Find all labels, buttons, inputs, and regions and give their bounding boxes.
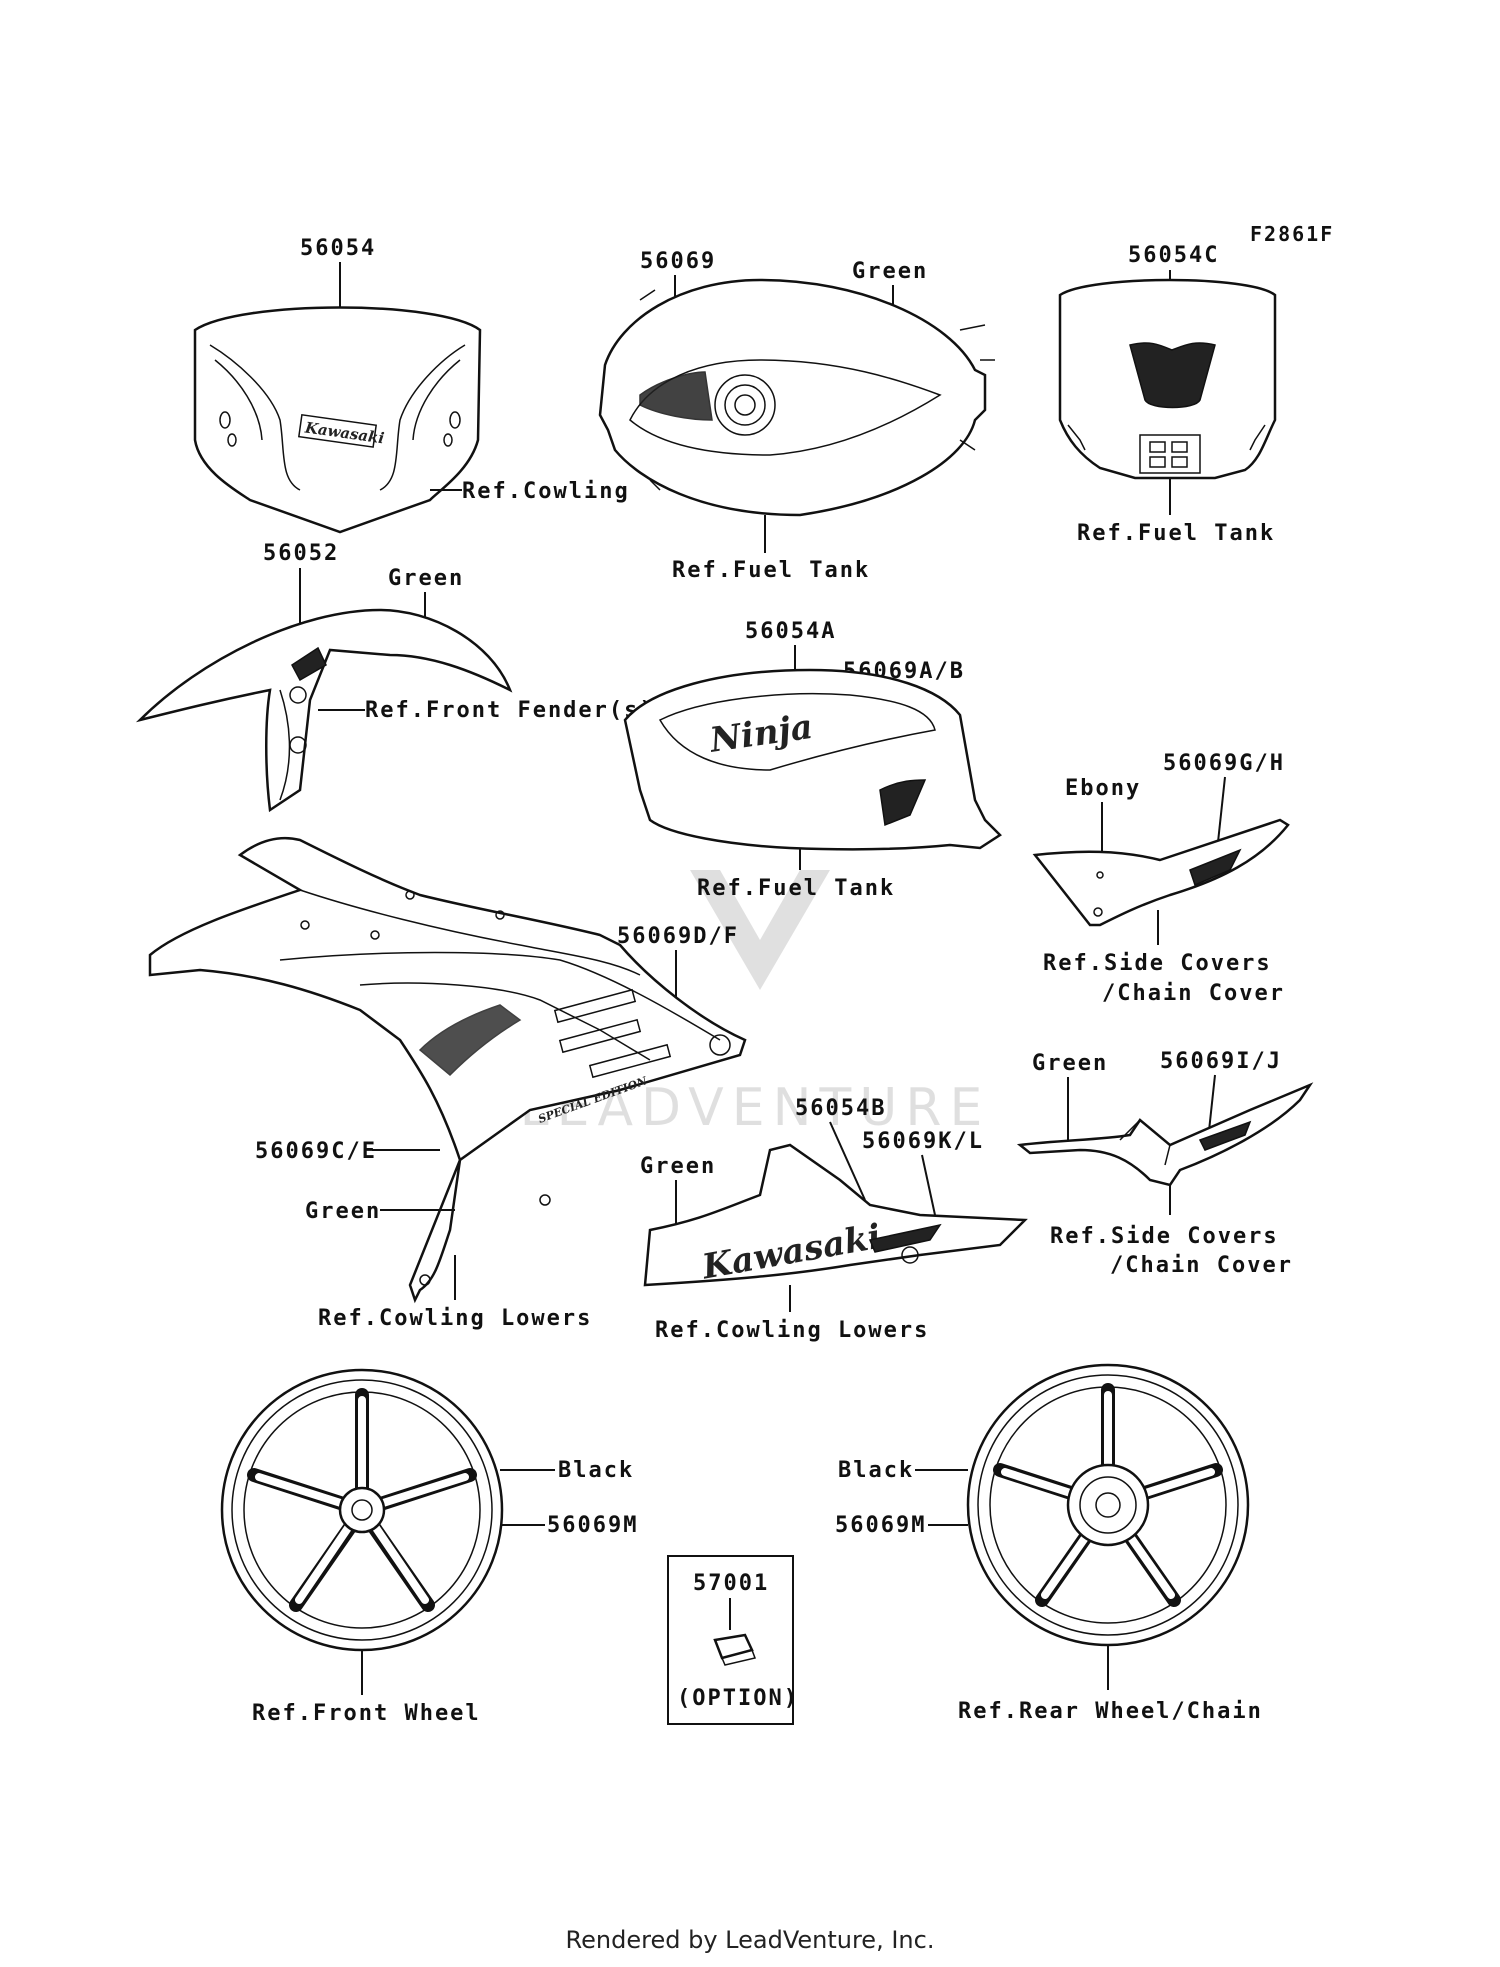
tank-top-group: 56069 Green Ref.Fuel Tank xyxy=(598,249,995,583)
rear-wheel-color: Black xyxy=(838,1458,914,1483)
rear-wheel-reference: Ref.Rear Wheel/Chain xyxy=(958,1699,1263,1724)
lower-part-number-kl: 56069K/L xyxy=(862,1129,984,1154)
option-label: (OPTION) xyxy=(677,1686,799,1711)
tank-side-group: 56054A 56069A/B Ninja Ref.Fuel Tank xyxy=(623,619,1002,901)
side-cover-lower-drawing xyxy=(1016,1082,1314,1187)
lower-color: Green xyxy=(640,1154,716,1179)
tank-front-reference: Ref.Fuel Tank xyxy=(1077,521,1275,546)
side-cover-lower-group: Green 56069I/J Ref.Side Covers /Chain Co… xyxy=(1016,1049,1314,1278)
fender-part-number: 56052 xyxy=(263,541,339,566)
side-cover-upper-group: Ebony 56069G/H Ref.Side Covers /Chain Co… xyxy=(1032,751,1290,1006)
front-wheel-color: Black xyxy=(558,1458,634,1483)
tank-top-reference: Ref.Fuel Tank xyxy=(672,558,870,583)
lower-cowl-group: 56054B 56069K/L Green Kawasaki Ref.Cowli… xyxy=(640,1096,1028,1343)
tank-top-color: Green xyxy=(852,259,928,284)
side-cover-upper-color: Ebony xyxy=(1065,776,1141,801)
fender-color: Green xyxy=(388,566,464,591)
windscreen-group: 56054 Kawasaki Ref.Cowling xyxy=(193,236,630,534)
tank-top-part-number: 56069 xyxy=(640,249,716,274)
option-box-group: 57001 (OPTION) xyxy=(667,1555,799,1725)
lower-part-number-b: 56054B xyxy=(795,1096,886,1121)
rear-wheel-group: Black 56069M Ref.Rear Wheel/Chain xyxy=(835,1363,1263,1724)
tank-side-reference: Ref.Fuel Tank xyxy=(697,876,895,901)
footer-credit: Rendered by LeadVenture, Inc. xyxy=(566,1926,935,1954)
side-cover-upper-part-number: 56069G/H xyxy=(1163,751,1285,776)
cowling-reference: Ref.Cowling Lowers xyxy=(318,1306,592,1331)
fender-reference: Ref.Front Fender(s) xyxy=(365,698,655,723)
front-wheel-part-number: 56069M xyxy=(547,1513,638,1538)
side-cover-upper-reference-1: Ref.Side Covers xyxy=(1043,951,1272,976)
front-wheel-group: Black 56069M Ref.Front Wheel xyxy=(220,1368,638,1726)
lower-cowl-drawing xyxy=(643,1143,1028,1287)
tank-front-part-number: 56054C xyxy=(1128,243,1219,268)
lower-reference: Ref.Cowling Lowers xyxy=(655,1318,929,1343)
side-cover-lower-part-number: 56069I/J xyxy=(1160,1049,1282,1074)
windscreen-part-number: 56054 xyxy=(300,236,376,261)
option-part-number: 57001 xyxy=(693,1571,769,1596)
cowling-part-number-ce: 56069C/E xyxy=(255,1139,377,1164)
tank-side-drawing xyxy=(623,668,1002,851)
cowling-part-number-df: 56069D/F xyxy=(617,924,739,949)
tank-side-part-number-a: 56054A xyxy=(745,619,836,644)
fender-group: 56052 Green Ref.Front Fender(s) xyxy=(135,541,655,813)
tank-top-drawing xyxy=(598,278,987,517)
rear-wheel-part-number: 56069M xyxy=(835,1513,926,1538)
front-wheel-reference: Ref.Front Wheel xyxy=(252,1701,481,1726)
side-cover-upper-reference-2: /Chain Cover xyxy=(1102,981,1285,1006)
side-cover-lower-reference-2: /Chain Cover xyxy=(1110,1253,1293,1278)
figure-code: F2861F xyxy=(1250,222,1334,246)
tank-front-pad-decal xyxy=(1129,342,1216,409)
side-cover-lower-reference-1: Ref.Side Covers xyxy=(1050,1224,1279,1249)
fender-drawing xyxy=(135,608,513,813)
windscreen-reference: Ref.Cowling xyxy=(462,479,630,504)
side-cover-upper-drawing xyxy=(1032,818,1290,927)
side-cover-lower-color: Green xyxy=(1032,1051,1108,1076)
tank-front-group: 56054C Ref.Fuel Tank xyxy=(1058,243,1277,546)
cowling-color: Green xyxy=(305,1199,381,1224)
